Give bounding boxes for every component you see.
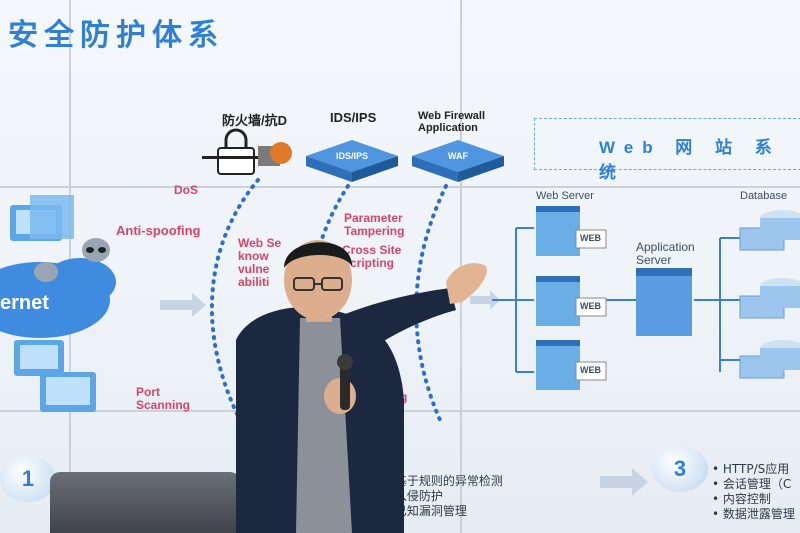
web-badge: WEB — [580, 233, 601, 243]
firewall-lock-icon — [202, 128, 292, 175]
bullet-item: • 已知漏洞管理 — [384, 504, 467, 518]
port-scanning-line1: Port — [136, 385, 160, 399]
alien-icon — [34, 238, 110, 282]
step-three-badge: 3 — [652, 446, 708, 492]
database-label: Database — [740, 190, 788, 202]
internet-cloud-icon — [0, 258, 116, 338]
application-server-label-line2: Server — [636, 253, 672, 267]
web-sec-line1: Web Se — [238, 236, 282, 250]
parameter-tampering-line1: Parameter — [344, 211, 403, 225]
client-computer-icons — [10, 195, 96, 412]
bullet-item: • 内容控制 — [712, 492, 771, 506]
web-badge: WEB — [580, 365, 601, 375]
web-sec-line4: abiliti — [238, 275, 270, 289]
port-scanning-line2: Scanning — [136, 398, 191, 412]
xss-line2: Scripting — [342, 256, 395, 270]
parameter-tampering-line2: Tampering — [344, 224, 405, 238]
waf-badge: WAF — [448, 151, 468, 161]
slide-title: 安全防护体系 — [8, 18, 224, 53]
step-one-badge: 1 — [0, 456, 56, 502]
xss-line1: Cross Site — [342, 243, 402, 257]
web-server-label: Web Server — [536, 190, 594, 202]
web-system-box: Web 网 站 系 统 — [534, 118, 800, 182]
web-server-icons — [536, 206, 607, 390]
application-server-icon — [636, 268, 692, 336]
waf-device-icon — [412, 140, 504, 182]
application-server-label-line1: Application — [636, 240, 695, 254]
web-system-title: Web 网 站 系 统 — [599, 138, 781, 182]
web-sec-line3: vulne — [238, 262, 270, 276]
web-badge: WEB — [580, 301, 601, 311]
ids-label: IDS/IPS — [330, 110, 377, 125]
ids-badge: IDS/IPS — [336, 151, 369, 161]
web-sec-line2: know — [238, 249, 269, 263]
bullet-item: • 数据泄露管理 — [712, 507, 795, 521]
flow-arrow-icon — [160, 290, 648, 496]
dos-label: DoS — [174, 183, 198, 197]
chair — [50, 472, 240, 533]
panel-seam — [0, 186, 800, 188]
bullet-item: • 会话管理（C — [712, 477, 792, 491]
firewall-label: 防火墙/抗D — [222, 113, 288, 128]
bullet-item: • HTTP/S应用 — [712, 462, 790, 476]
waf-label-line1: Web Firewall — [418, 110, 486, 122]
anti-spoofing-label: Anti-spoofing — [116, 223, 201, 238]
bullet-list-right: • HTTP/S应用 • 会话管理（C • 内容控制 • 数据泄露管理 — [712, 462, 795, 522]
internet-label: ernet — [0, 292, 49, 314]
database-icons — [739, 210, 800, 379]
ids-device-icon — [306, 140, 398, 182]
waf-label-line2: Application — [418, 122, 478, 134]
network-lines — [492, 227, 740, 373]
bullet-item: • 基于规则的异常检测 — [384, 474, 503, 488]
